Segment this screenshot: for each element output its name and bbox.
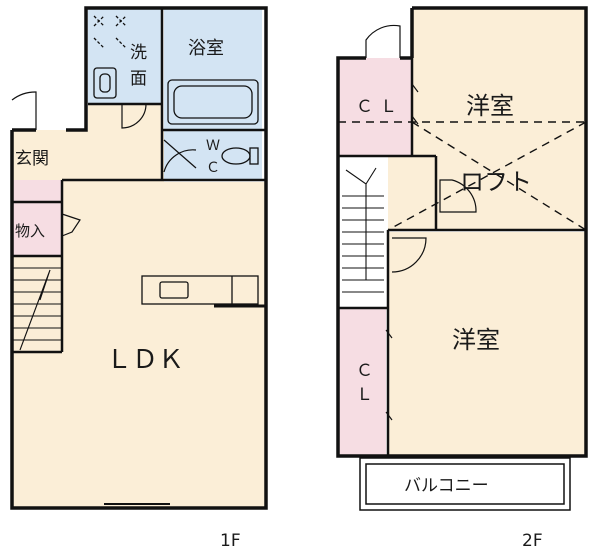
- loft-outline: [338, 121, 587, 231]
- closet-bottom: [338, 308, 386, 456]
- bathroom-label: 浴室: [188, 38, 224, 59]
- entrance-door: [11, 91, 37, 130]
- bathroom-area: [164, 8, 262, 130]
- kitchen-sink-icon: [159, 281, 189, 299]
- closet-top-label-l: Ｌ: [380, 97, 397, 117]
- floor-2f-plan: 洋室 ロフト 洋室 Ｃ Ｌ Ｃ Ｌ バルコニー 2F: [336, 6, 588, 551]
- sink-icon: [93, 67, 117, 99]
- bottom-room-door: [391, 237, 427, 273]
- washer-space-icon: [93, 15, 127, 49]
- floor-2f-label: 2F: [522, 531, 543, 551]
- western-room-bottom-label: 洋室: [452, 326, 500, 354]
- washroom-lower: [88, 104, 162, 130]
- closet-bottom-label-c: Ｃ: [356, 361, 373, 381]
- wc-door-arc: [163, 149, 197, 173]
- hall-area: [62, 130, 164, 182]
- closet-top: [338, 58, 412, 156]
- staircase-2f: [342, 167, 384, 293]
- balcony: [359, 457, 571, 511]
- loft-label: ロフト: [460, 168, 532, 196]
- washroom-area: [88, 8, 162, 104]
- storage-door: [61, 213, 81, 237]
- wc-label-w: Ｗ: [206, 138, 220, 154]
- balcony-label: バルコニー: [404, 476, 489, 496]
- staircase-1f: [12, 267, 62, 351]
- loft-ladder: [439, 179, 477, 213]
- ldk-label: ＬＤＫ: [106, 345, 184, 375]
- storage-label: 物入: [15, 222, 45, 240]
- floor-1f-label: 1F: [220, 531, 241, 551]
- balcony-side-door: [365, 24, 401, 58]
- western-room-bottom: [388, 232, 586, 456]
- bathtub-icon: [167, 79, 259, 125]
- wc-label-c: Ｃ: [206, 160, 220, 176]
- toilet-icon: [221, 147, 259, 165]
- closet-bottom-label-l: Ｌ: [356, 385, 373, 405]
- closet-top-label-c: Ｃ: [356, 97, 373, 117]
- outer-wall-1f: [10, 6, 268, 510]
- washroom-door: [121, 103, 147, 129]
- genkan-label: 玄関: [15, 149, 49, 169]
- kitchen-counter: [141, 275, 259, 305]
- genkan-area: [12, 130, 62, 180]
- washroom-label-2: 面: [130, 69, 147, 89]
- outer-wall-2f: [336, 6, 588, 458]
- storage-area: [12, 202, 62, 256]
- washroom-label-1: 洗: [130, 43, 147, 63]
- genkan-step: [12, 180, 62, 202]
- wc-door: [163, 139, 197, 169]
- western-room-top-label: 洋室: [466, 92, 514, 120]
- floor-1f-plan: ＬＤＫ 玄関 物入 浴室 Ｗ Ｃ 洗 面 1F: [10, 6, 268, 551]
